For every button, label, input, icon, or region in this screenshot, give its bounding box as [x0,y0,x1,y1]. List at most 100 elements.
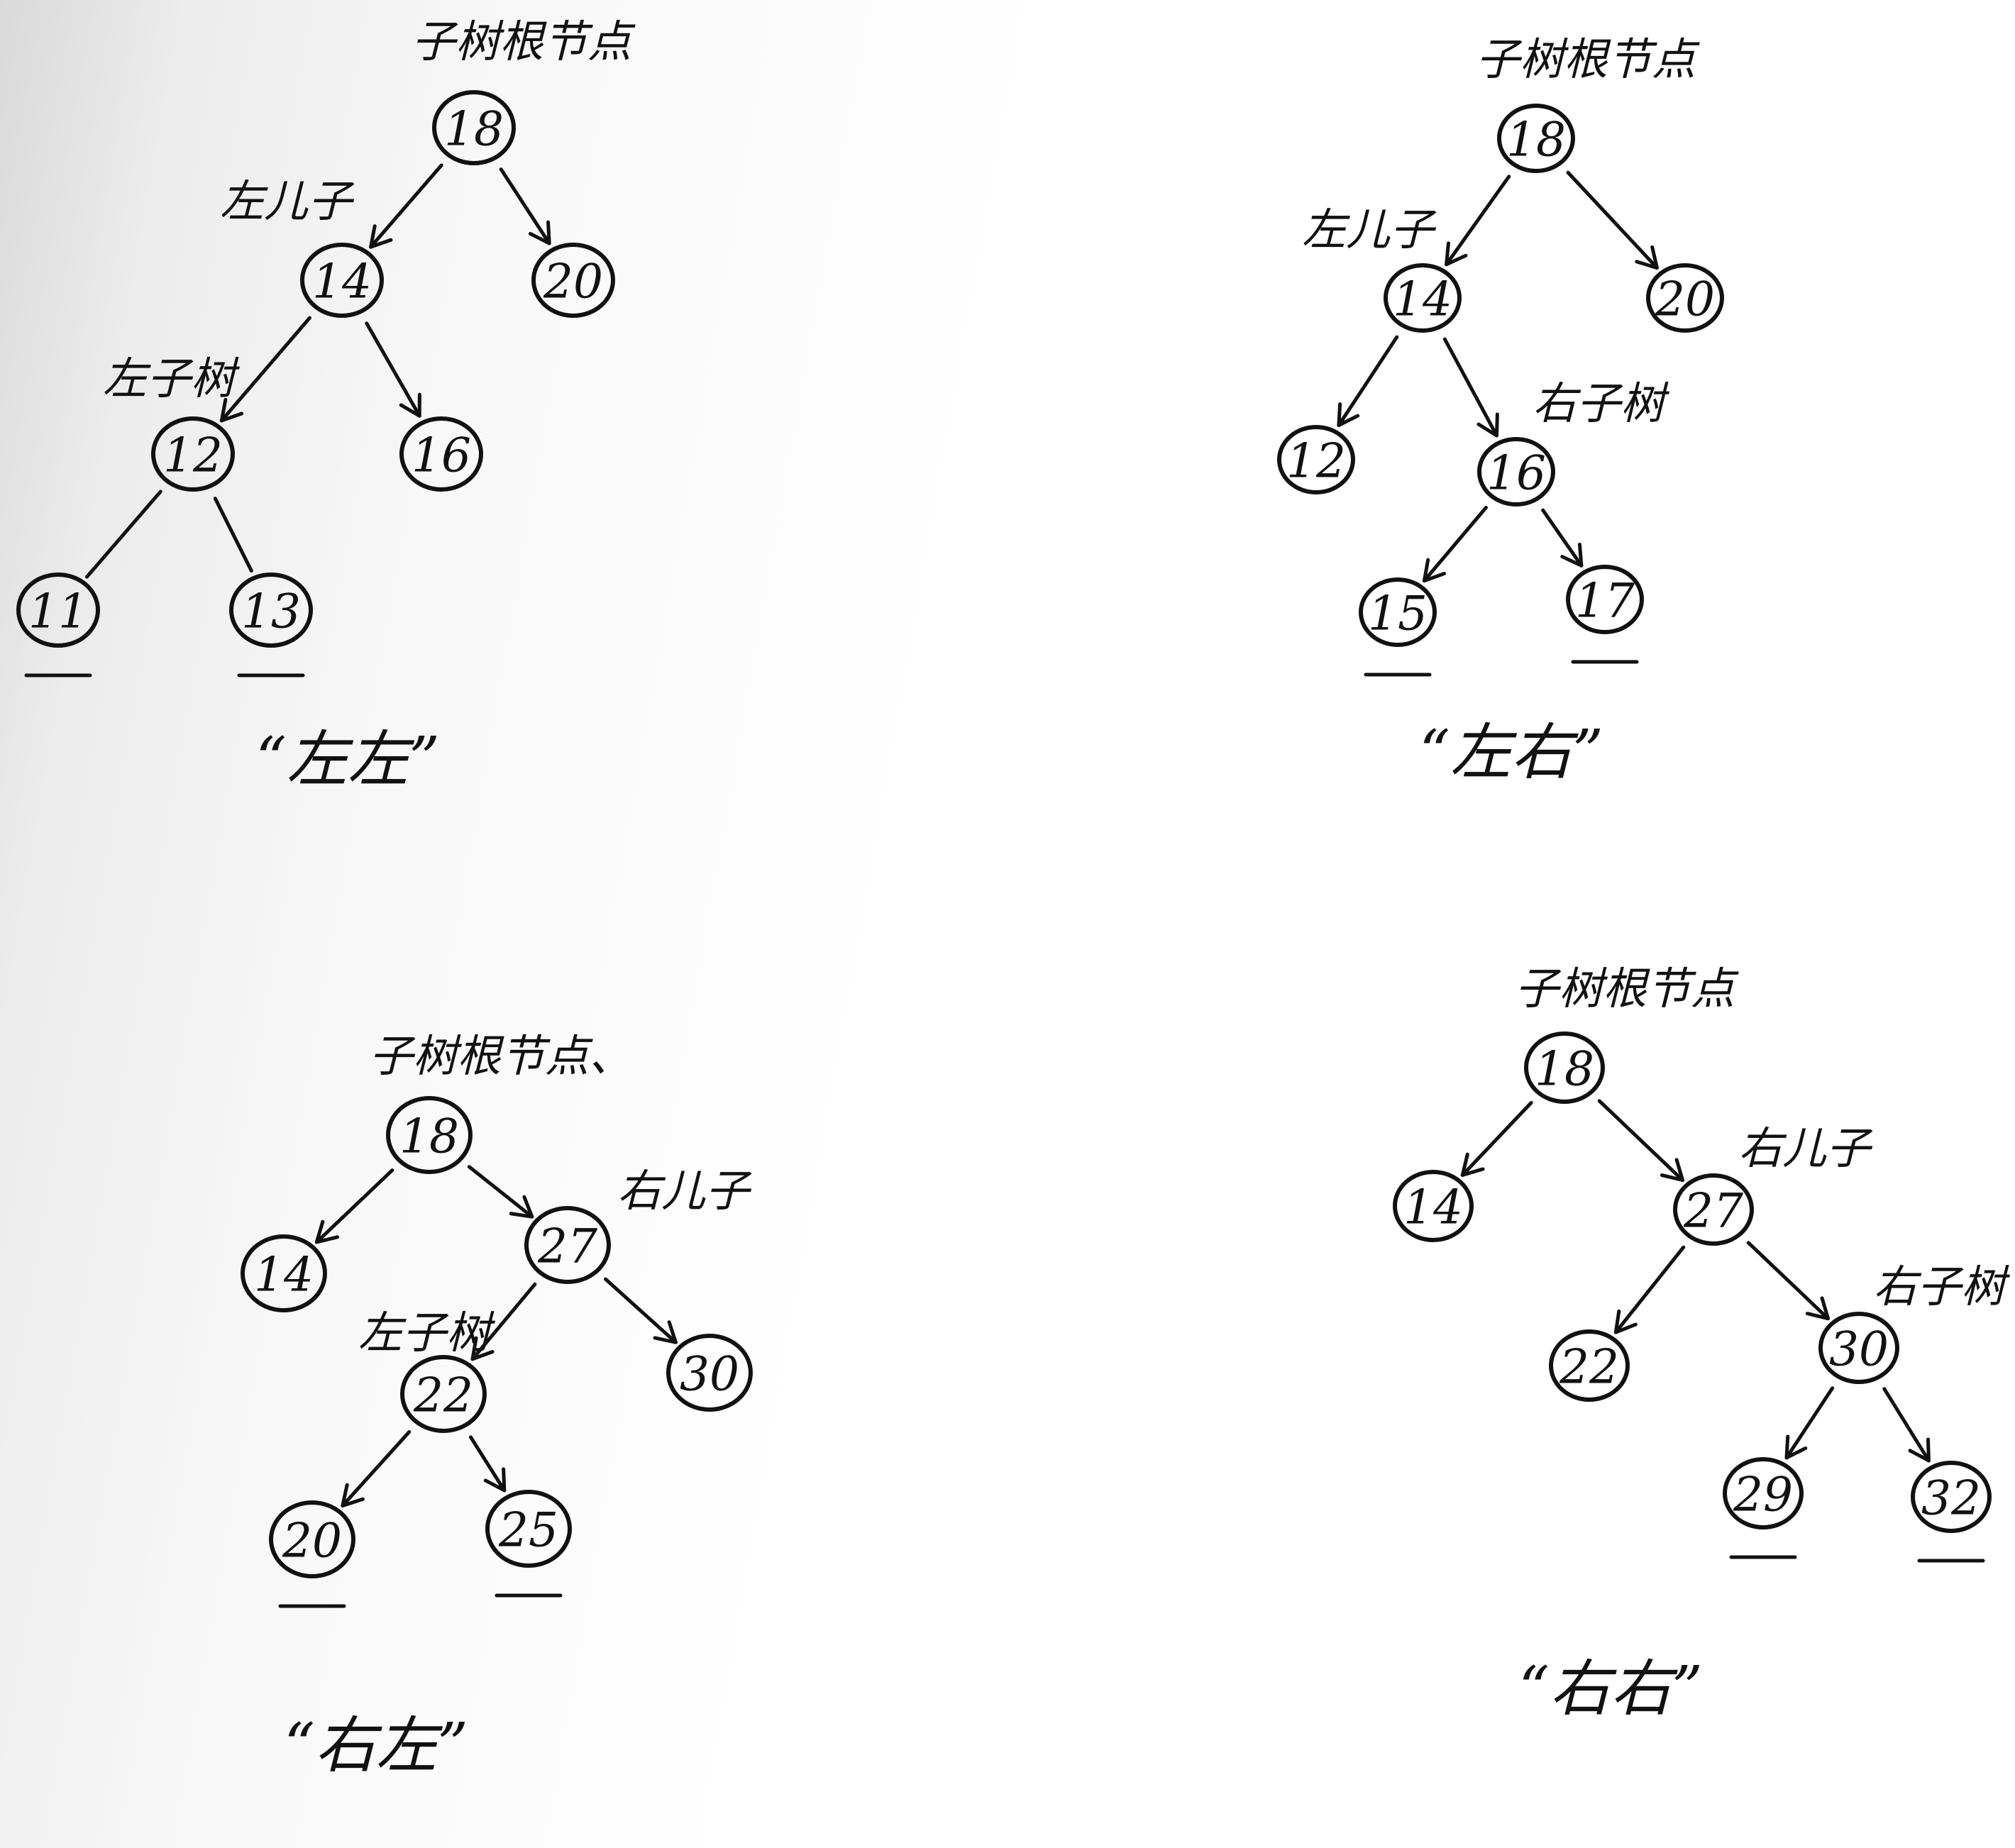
case-caption: “左右” [1419,717,1603,788]
arrowhead [314,1219,340,1244]
edge-n14-n12 [219,316,311,423]
node-circle [1477,437,1555,507]
tree-node-18: 18 [1524,1031,1605,1104]
tree-node-22: 22 [400,1355,487,1433]
node-circle [1818,1312,1899,1384]
node-circle [432,90,516,165]
tree-node-25: 25 [485,1490,572,1598]
tree-node-17: 17 [1566,565,1644,664]
tree-node-18: 18 [386,1096,473,1174]
arrowhead [1635,245,1659,270]
edge-n30-n29 [1784,1386,1835,1460]
tree-node-12: 12 [1277,425,1355,494]
tree-node-27: 27 [1673,1173,1754,1246]
edge-n22-n20 [341,1429,412,1507]
node-value: 22 [413,1368,473,1423]
case-caption: “左左” [255,724,440,795]
arrowhead [219,397,244,423]
arrowhead [1805,1296,1831,1321]
tree-node-14: 14 [300,243,384,318]
arrowhead [1445,241,1468,267]
node-value: 22 [1559,1340,1619,1395]
node-value: 13 [241,585,301,639]
node-circle [400,1355,487,1433]
case-caption: “右左” [284,1710,468,1781]
edge-n27-n22 [470,1282,537,1361]
node-circle [229,572,313,648]
node-value: 14 [1403,1180,1463,1235]
node-circle [1723,1457,1804,1529]
annotation-label: 右儿子 [617,1165,752,1217]
node-value: 30 [1829,1322,1889,1377]
node-value: 25 [498,1503,558,1558]
node-circle [524,1206,611,1284]
node-value: 12 [163,428,223,483]
edge-n14-n16 [365,321,421,418]
arrowhead [1337,402,1360,428]
annotation-label: 右儿子 [1738,1122,1873,1174]
node-circle [241,1234,327,1312]
node-circle [1549,1329,1630,1402]
node-value: 18 [444,102,504,157]
node-value: 14 [254,1248,314,1302]
node-circle [666,1334,753,1412]
arrowhead [1560,542,1584,568]
tree-node-13: 13 [229,572,313,677]
node-circle [269,1500,355,1578]
node-circle [1497,104,1575,173]
node-circle [1524,1031,1605,1104]
node-circle [1393,1170,1474,1242]
tree-node-14: 14 [1393,1170,1474,1242]
edge-n16-n17 [1541,508,1584,568]
case-caption: “右右” [1518,1654,1703,1725]
tree-node-22: 22 [1549,1329,1630,1402]
arrowhead [1460,1152,1485,1177]
node-circle [386,1096,473,1174]
arrowhead [1476,412,1499,438]
node-circle [1673,1173,1754,1246]
annotation-label: 左子树 [358,1307,496,1359]
node-circle [1384,263,1462,333]
tree-node-30: 30 [1818,1312,1899,1384]
edge-n27-n22 [1613,1245,1686,1334]
node-value: 30 [680,1347,739,1402]
tree-node-16: 16 [1477,437,1555,507]
node-value: 18 [1506,113,1566,167]
arrowhead [1908,1437,1931,1463]
node-value: 20 [1655,272,1715,327]
edge-n18-n20 [1566,170,1659,270]
edge-n27-n30 [604,1277,678,1344]
arrowhead [509,1195,534,1219]
node-circle [531,243,615,318]
root-label: 子树根节点 [1476,33,1700,85]
arrowhead [399,392,421,418]
node-value: 11 [28,585,88,639]
node-value: 14 [1393,272,1452,327]
edge-n22-n25 [468,1435,507,1493]
tree-node-32: 32 [1911,1461,1992,1563]
node-circle [399,416,483,492]
edge-n14-n12 [1337,335,1399,428]
arrowhead [470,1336,495,1361]
node-circle [16,572,100,648]
node-circle [1646,263,1724,333]
tree-node-15: 15 [1359,577,1437,677]
annotation-label: 左儿子 [220,175,355,227]
edge-n18-n14 [1460,1100,1533,1177]
tree-node-20: 20 [1646,263,1724,333]
annotation-label: 左子树 [103,353,241,404]
node-circle [485,1490,572,1568]
tree-node-14: 14 [241,1234,327,1312]
annotation-label: 右子树 [1533,377,1670,429]
edge-n16-n15 [1422,505,1488,583]
arrowhead [483,1467,507,1493]
node-value: 27 [537,1219,597,1274]
edge-n18-n14 [314,1168,394,1244]
edge-n12-n13 [213,497,253,573]
node-circle [151,416,235,492]
node-value: 12 [1286,434,1346,489]
